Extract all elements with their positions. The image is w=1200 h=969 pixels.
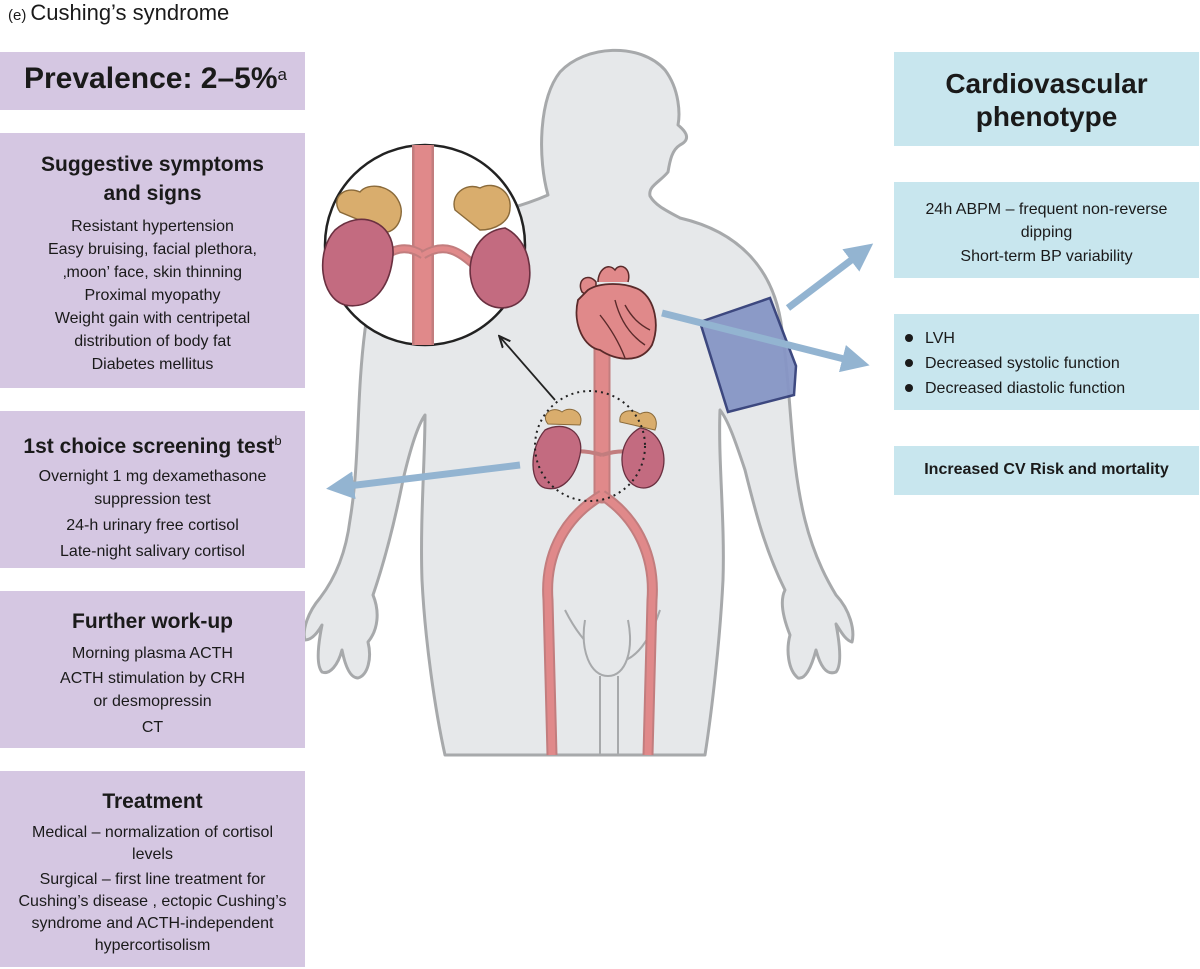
screening-title: 1st choice screening testb bbox=[0, 427, 305, 461]
workup-box: Further work-up Morning plasma ACTH ACTH… bbox=[0, 591, 305, 748]
blue-arrows bbox=[326, 243, 874, 500]
kidneys-small bbox=[532, 390, 665, 502]
cardiac-item: Decreased systolic function bbox=[894, 351, 1199, 376]
magnify-arrow bbox=[500, 337, 556, 401]
screening-title-text: 1st choice screening test bbox=[23, 435, 275, 458]
aorta bbox=[542, 331, 658, 756]
workup-line: CT bbox=[141, 719, 164, 736]
screening-line: suppression test bbox=[94, 491, 211, 508]
treatment-title: Treatment bbox=[102, 790, 203, 813]
treatment-line: Medical – normalization of cortisol bbox=[32, 824, 273, 841]
prevalence-text: Prevalence: 2–5% bbox=[24, 62, 278, 95]
abpm-line: 24h ABPM – frequent non-reverse bbox=[925, 201, 1168, 218]
workup-line: or desmopressin bbox=[93, 693, 212, 710]
figure-title: Cushing’s syndrome bbox=[30, 0, 230, 25]
treatment-line: levels bbox=[132, 846, 173, 863]
symptom-line: ‚moon’ face, skin thinning bbox=[62, 264, 243, 281]
phenotype-box: Cardiovascular phenotype bbox=[894, 52, 1199, 146]
cardiac-item: LVH bbox=[894, 326, 1199, 351]
arrow-to-abpm bbox=[785, 243, 874, 311]
arrow-to-cardiac bbox=[661, 309, 870, 373]
prevalence-box: Prevalence: 2–5%a bbox=[0, 52, 305, 110]
phenotype-title: Cardiovascular phenotype bbox=[945, 68, 1148, 132]
treatment-line: hypercortisolism bbox=[94, 937, 211, 954]
symptom-line: Resistant hypertension bbox=[71, 218, 234, 235]
screening-line: Overnight 1 mg dexamethasone bbox=[38, 468, 267, 485]
treatment-line: syndrome and ACTH-independent bbox=[31, 915, 274, 932]
abpm-box: 24h ABPM – frequent non-reverse dipping … bbox=[894, 182, 1199, 278]
risk-box: Increased CV Risk and mortality bbox=[894, 446, 1199, 495]
symptom-line: distribution of body fat bbox=[74, 333, 231, 350]
screening-box: 1st choice screening testb Overnight 1 m… bbox=[0, 411, 305, 568]
arrow-to-screening bbox=[326, 461, 521, 500]
prevalence-footnote: a bbox=[277, 64, 287, 84]
screening-line: 24-h urinary free cortisol bbox=[66, 517, 239, 534]
abpm-line: dipping bbox=[1020, 224, 1073, 241]
screening-line: Late-night salivary cortisol bbox=[60, 543, 245, 560]
screening-footnote: b bbox=[274, 433, 282, 448]
heart bbox=[575, 265, 657, 360]
treatment-line: Surgical – first line treatment for bbox=[39, 871, 266, 888]
treatment-line: Cushing’s disease , ectopic Cushing’s bbox=[18, 893, 287, 910]
cardiac-item: Decreased diastolic function bbox=[894, 376, 1199, 401]
figure-caption: (e)Cushing’s syndrome bbox=[8, 0, 229, 26]
symptom-line: Diabetes mellitus bbox=[91, 356, 214, 373]
symptom-line: Weight gain with centripetal bbox=[54, 310, 251, 327]
treatment-box: Treatment Medical – normalization of cor… bbox=[0, 771, 305, 967]
cardiac-list: LVH Decreased systolic function Decrease… bbox=[894, 326, 1199, 401]
workup-line: Morning plasma ACTH bbox=[72, 645, 233, 662]
symptoms-box: Suggestive symptoms and signs Resistant … bbox=[0, 133, 305, 388]
symptom-line: Easy bruising, facial plethora, bbox=[48, 241, 257, 258]
workup-title: Further work-up bbox=[72, 610, 233, 633]
workup-line: ACTH stimulation by CRH bbox=[60, 670, 245, 687]
symptoms-title: Suggestive symptoms and signs bbox=[41, 153, 264, 205]
symptom-line: Proximal myopathy bbox=[84, 287, 221, 304]
cardiac-box: LVH Decreased systolic function Decrease… bbox=[894, 314, 1199, 410]
panel-label: (e) bbox=[8, 7, 27, 24]
abpm-line: Short-term BP variability bbox=[960, 248, 1133, 265]
kidney-magnified bbox=[321, 143, 531, 347]
risk-text: Increased CV Risk and mortality bbox=[924, 461, 1169, 478]
